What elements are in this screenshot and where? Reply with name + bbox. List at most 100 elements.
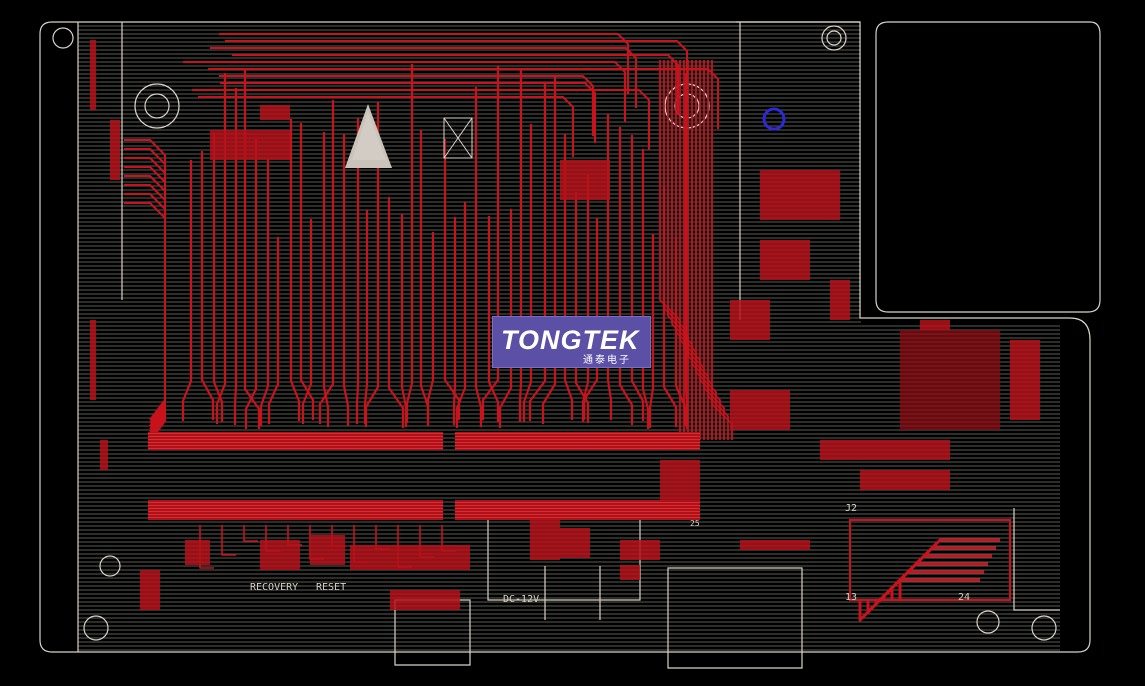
left-trace	[124, 148, 166, 424]
pin-25-label: 25	[690, 519, 700, 528]
right-trace	[691, 60, 713, 440]
bus-trace	[518, 69, 523, 422]
bus-trace	[563, 134, 574, 420]
component-pad-group	[830, 280, 850, 320]
component-pad-group	[860, 470, 950, 490]
right-trace	[695, 60, 717, 440]
power-area	[849, 330, 1011, 601]
component-pad-group	[920, 320, 950, 330]
bus-trace	[582, 218, 599, 420]
component-pad-group	[530, 520, 560, 560]
left-trace	[124, 184, 166, 436]
left-trace	[124, 193, 166, 439]
right-trace	[687, 60, 709, 440]
bus-trace	[364, 102, 380, 427]
bus-trace	[355, 118, 360, 424]
component-pad-group	[260, 105, 290, 120]
reset-label: RESET	[316, 582, 347, 593]
bus-trace	[648, 234, 655, 428]
component-pad-group	[730, 390, 790, 430]
top-trace	[192, 89, 650, 150]
bus-trace	[522, 124, 533, 422]
pin-24-label: 24	[958, 592, 971, 603]
component-pad-group	[560, 528, 590, 558]
component-pad-group	[730, 300, 770, 340]
bus-trace	[443, 139, 461, 420]
component-pad-group	[760, 240, 810, 280]
bus-trace	[267, 237, 280, 424]
right-trace	[663, 60, 685, 440]
logo-subtitle-text: 通泰电子	[583, 355, 631, 366]
right-trace	[675, 60, 697, 440]
pcb-pads	[90, 40, 1040, 610]
bus-trace	[481, 66, 500, 420]
component-pad-group	[140, 570, 160, 610]
component-pad-group	[390, 590, 460, 610]
top-trace	[225, 40, 688, 101]
right-trace	[659, 60, 681, 440]
left-trace	[124, 139, 166, 421]
bus-trace	[498, 209, 513, 428]
esd-warning-icon	[345, 104, 392, 168]
component-pad-group	[760, 170, 840, 220]
component-pad-group	[350, 545, 470, 570]
component-pad-group	[1010, 340, 1040, 420]
bus-trace	[606, 114, 613, 420]
top-trace	[208, 68, 719, 129]
bus-trace	[684, 73, 689, 429]
bus-trace	[528, 84, 547, 421]
left-trace	[124, 202, 166, 442]
bus-trace	[452, 217, 457, 425]
component-pad-group	[100, 440, 108, 470]
recovery-label: RECOVERY	[250, 582, 299, 593]
component-pad-group	[310, 535, 345, 565]
component-pad-group	[620, 565, 640, 580]
bus-trace	[301, 219, 313, 424]
right-trace	[707, 60, 729, 440]
lower-trace	[243, 525, 258, 542]
component-pad-group	[90, 320, 96, 400]
bus-trace	[259, 159, 270, 426]
pcb-traces	[124, 33, 1000, 622]
component-pad-group	[560, 160, 610, 200]
connector-pad-rows	[148, 432, 700, 520]
tongtek-logo: TONGTEK 通泰电子	[492, 316, 651, 368]
bus-trace	[426, 232, 435, 420]
right-trace	[683, 60, 705, 440]
component-pad-group	[740, 540, 810, 550]
board-outline	[39, 21, 1101, 669]
top-trace	[220, 82, 596, 143]
bus-trace	[200, 151, 215, 420]
bus-trace	[215, 73, 227, 424]
bus-trace	[387, 197, 405, 428]
bus-trace	[233, 88, 238, 425]
top-trace	[210, 47, 637, 108]
left-trace	[124, 175, 166, 433]
top-trace	[219, 75, 594, 136]
component-pad-group	[110, 120, 120, 180]
bus-trace	[299, 123, 315, 420]
component-pad-group	[620, 540, 660, 560]
component-pad-group	[90, 40, 96, 110]
right-trace	[699, 60, 721, 440]
bus-trace	[487, 216, 500, 422]
component-pad-group	[260, 540, 300, 570]
connector-j2-label: J2	[845, 503, 858, 514]
bus-trace	[630, 135, 645, 421]
dc-input-label: DC-12V	[503, 594, 540, 605]
lower-trace	[199, 525, 214, 569]
bus-trace	[405, 64, 414, 423]
top-trace	[183, 61, 626, 122]
right-trace	[671, 60, 693, 440]
bus-trace	[574, 192, 590, 423]
right-trace	[679, 60, 701, 440]
bus-trace	[618, 127, 634, 425]
bus-trace	[318, 100, 335, 424]
left-trace	[124, 157, 166, 427]
right-trace	[703, 60, 725, 440]
recycle-mark-icon	[443, 117, 473, 159]
pin-13-label: 13	[845, 592, 858, 603]
bus-trace	[244, 139, 258, 429]
